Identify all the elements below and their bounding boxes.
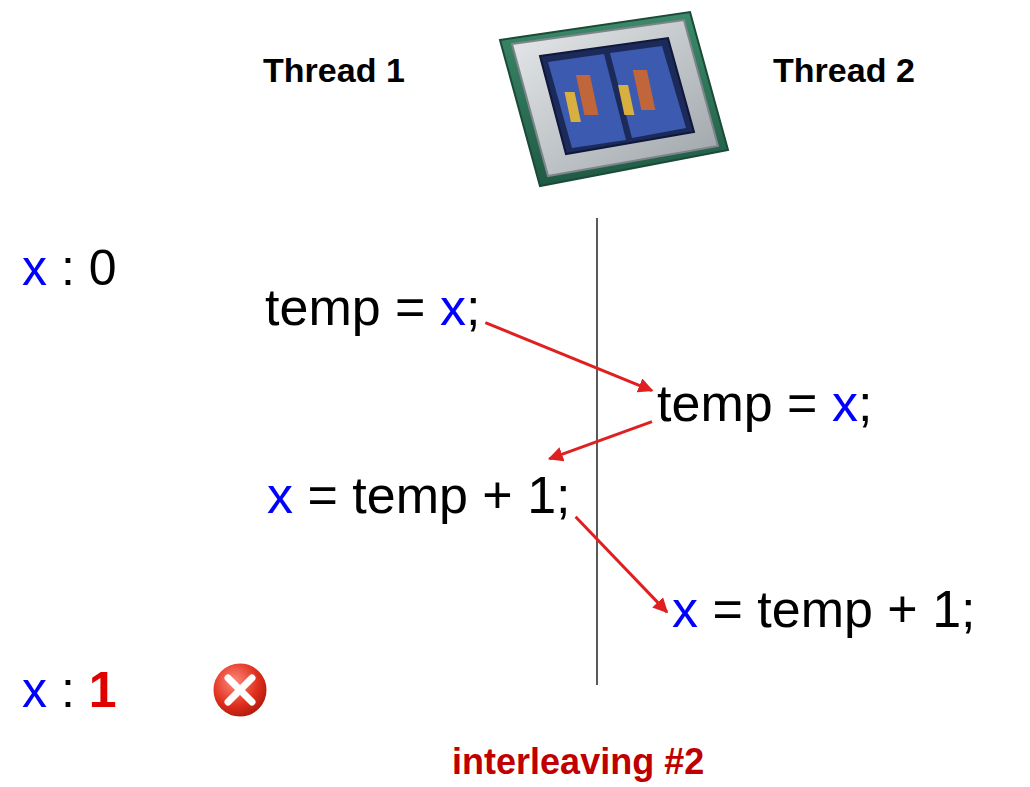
statement-text: temp = x; <box>657 372 872 434</box>
thread-label: Thread 2 <box>773 50 915 91</box>
statement-text: temp = x; <box>265 276 480 338</box>
interleave-arrow <box>576 517 667 612</box>
interleave-arrow <box>549 422 652 459</box>
code-statement: x = temp + 1; <box>672 578 976 640</box>
cpu-chip <box>500 12 728 186</box>
thread-label: Thread 1 <box>263 50 405 91</box>
error-icon <box>212 662 268 718</box>
code-statement: temp = x; <box>657 372 872 434</box>
thread-divider <box>596 218 597 685</box>
code-statement: temp = x; <box>265 276 480 338</box>
statement-text: x = temp + 1; <box>672 578 976 640</box>
code-statement: x = temp + 1; <box>267 464 571 526</box>
statement-text: x = temp + 1; <box>267 464 571 526</box>
caption-label: interleaving #2 <box>452 740 704 783</box>
value-label: x : 1 <box>22 660 117 720</box>
value-label: x : 0 <box>22 238 117 298</box>
interleave-arrow <box>485 323 652 391</box>
